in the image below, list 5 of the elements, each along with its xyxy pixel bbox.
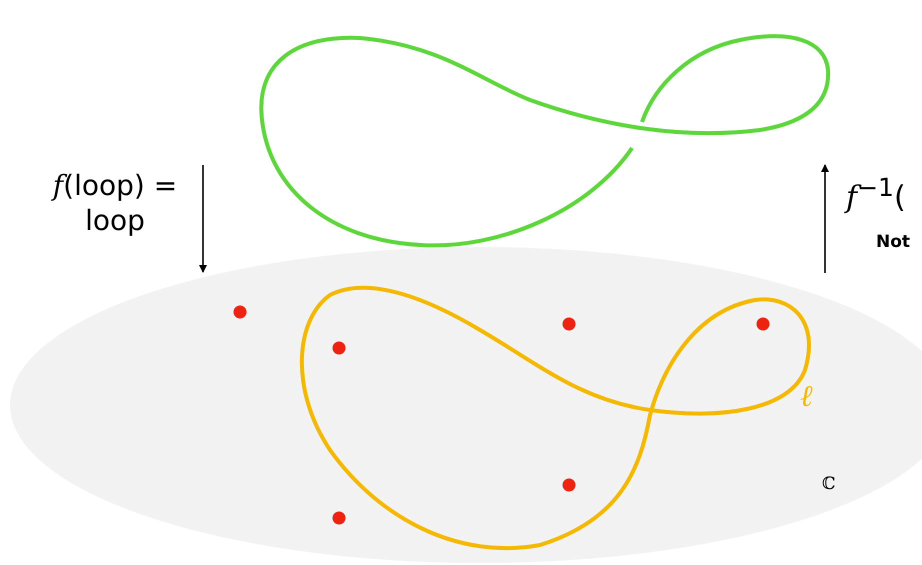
note-label: Not bbox=[876, 232, 910, 254]
math-label: f$^{−1}$( bbox=[846, 172, 906, 216]
math-label: ℂ bbox=[822, 474, 836, 496]
math-label: f(loop) = loop bbox=[50, 168, 178, 238]
curve-label: ℓ bbox=[800, 378, 812, 416]
